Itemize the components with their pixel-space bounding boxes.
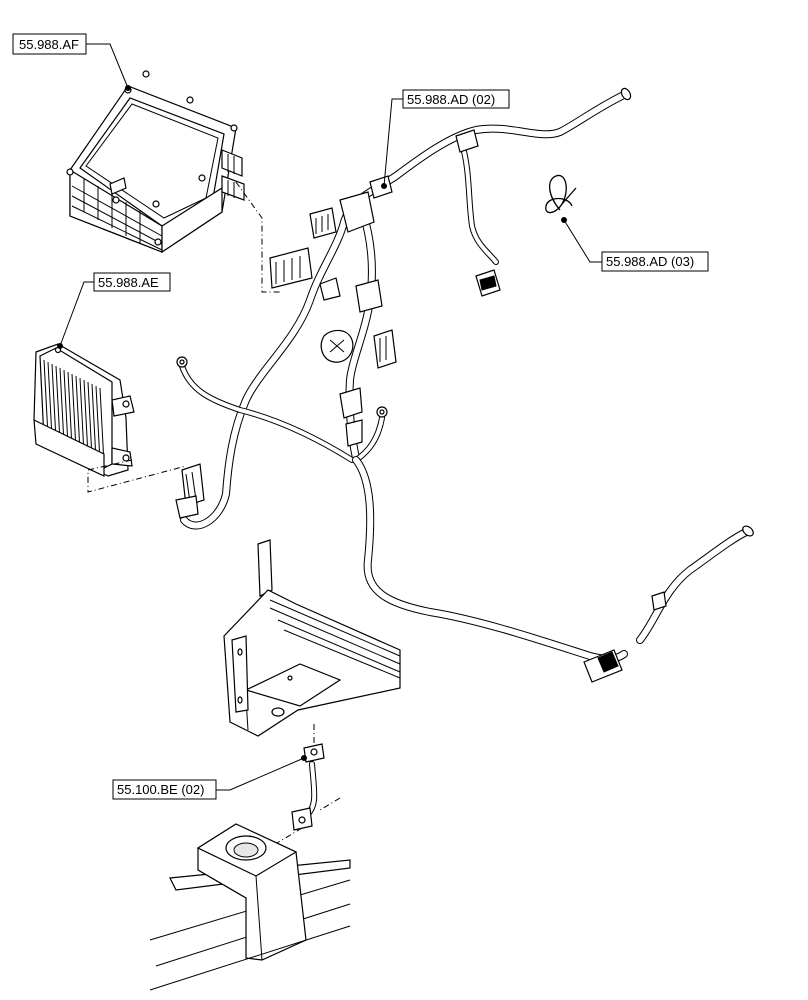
callout-controller: 55.988.AE — [57, 272, 171, 349]
electronic-box-drawing — [66, 70, 245, 254]
callout-electronic-box: 55.988.AF — [12, 33, 131, 91]
ground-strap-drawing — [291, 743, 325, 831]
box-connector-leader — [235, 181, 282, 293]
callout-cable-tie-label: 55.988.AD (03) — [606, 254, 694, 269]
callout-cable-tie: 55.988.AD (03) — [561, 217, 709, 272]
frame-bracket-drawing — [223, 539, 401, 737]
callout-ground-strap: 55.100.BE (02) — [112, 755, 307, 800]
callout-controller-label: 55.988.AE — [98, 275, 159, 290]
bottom-bracket-drawing — [149, 823, 351, 991]
callout-harness-main: 55.988.AD (02) — [381, 89, 510, 189]
callout-harness-main-label: 55.988.AD (02) — [407, 92, 495, 107]
callout-ground-strap-label: 55.100.BE (02) — [117, 782, 204, 797]
controller-drawing — [33, 343, 135, 477]
strap-top-leader — [319, 797, 341, 811]
main-harness-drawing — [175, 87, 754, 683]
controller-connector-leader — [87, 459, 187, 493]
cable-tie-drawing — [545, 174, 577, 214]
callout-electronic-box-label: 55.988.AF — [19, 37, 79, 52]
